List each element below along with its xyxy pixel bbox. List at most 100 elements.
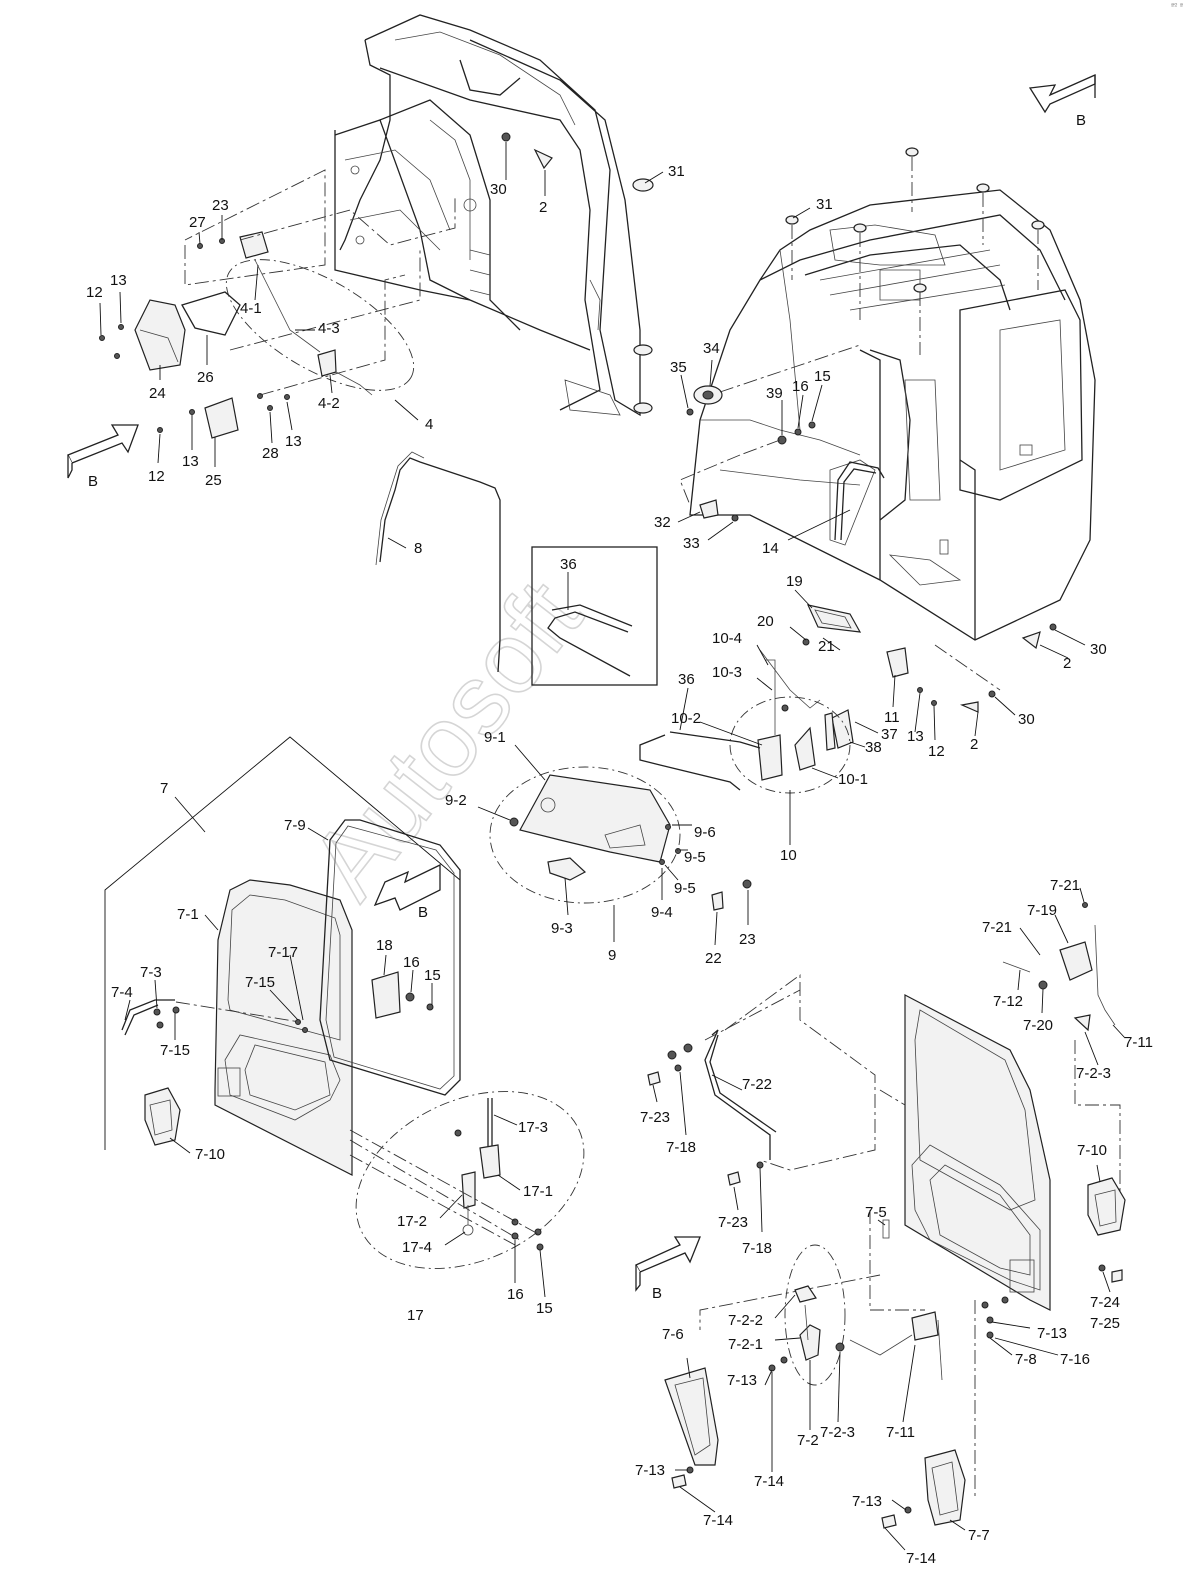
callout: 23 — [739, 931, 756, 948]
callout: 7-15 — [245, 974, 275, 991]
callout: 9-4 — [651, 904, 673, 921]
callout: 7-13 — [635, 1462, 665, 1479]
screws-right — [882, 1219, 1009, 1339]
callout: 8 — [414, 540, 422, 557]
cover-7-6 — [664, 1367, 719, 1489]
group-10 — [729, 649, 851, 794]
latch-32 — [699, 499, 739, 522]
callout: 13 — [907, 728, 924, 745]
callout: 17-1 — [523, 1183, 553, 1200]
callout: 37 — [881, 726, 898, 743]
callout: 19 — [786, 573, 803, 590]
callout: 39 — [766, 385, 783, 402]
main-cab — [689, 189, 1096, 641]
callout: 7-23 — [640, 1109, 670, 1126]
callout: 25 — [205, 472, 222, 489]
lock-7-19 — [1002, 902, 1116, 1032]
callout: 11 — [884, 709, 900, 726]
callout: B — [418, 904, 428, 921]
callout: 7 — [160, 780, 168, 797]
callout: 9-2 — [445, 792, 467, 809]
callout: 7-22 — [742, 1076, 772, 1093]
callout: 28 — [262, 445, 279, 462]
room-light-34 — [679, 344, 861, 506]
callout: 15 — [814, 368, 831, 385]
callout: 15 — [424, 967, 441, 984]
callout: 17-2 — [397, 1213, 427, 1230]
callout: 17-3 — [518, 1119, 548, 1136]
callout: 4-3 — [318, 320, 340, 337]
callout: 7-23 — [718, 1214, 748, 1231]
callout: 35 — [670, 359, 687, 376]
callout: 30 — [490, 181, 507, 198]
left-dash-lines — [184, 169, 456, 396]
arrow-b-bottom — [635, 1236, 701, 1292]
callout: 15 — [536, 1300, 553, 1317]
callout: 4 — [425, 416, 433, 433]
callout: 16 — [403, 954, 420, 971]
brackets-37-38 — [824, 709, 854, 751]
callout: 12 — [148, 468, 165, 485]
roof-dash-lines — [791, 157, 1039, 355]
handle-7-10-left — [144, 1087, 181, 1146]
seal-36-b — [639, 731, 761, 791]
callout: 7-5 — [865, 1204, 887, 1221]
callout: 12 — [86, 284, 103, 301]
box-36 — [531, 546, 658, 686]
callout: 17-4 — [402, 1239, 432, 1256]
bracket-25 — [157, 393, 290, 439]
callout: 13 — [182, 453, 199, 470]
callout: 7-17 — [268, 944, 298, 961]
callout: 7-6 — [662, 1326, 684, 1343]
hinge-18 — [371, 971, 434, 1019]
callout: 38 — [865, 739, 882, 756]
grab-handle-14 — [834, 461, 885, 541]
rod-7-4 — [121, 999, 308, 1036]
callout: 13 — [285, 433, 302, 450]
callout: 2 — [1063, 655, 1071, 672]
group-17 — [349, 1091, 585, 1269]
callout: B — [652, 1285, 662, 1302]
bracket-26 — [181, 238, 241, 336]
callout: 2 — [539, 199, 547, 216]
arrow-b-mid — [373, 863, 441, 911]
corner-mark: ªº ª — [1170, 2, 1183, 10]
seal-8 — [375, 451, 501, 673]
callout: 7-24 — [1090, 1294, 1120, 1311]
callout: 7-25 — [1090, 1315, 1120, 1332]
door-7-1 — [214, 879, 353, 1176]
callout: 7-2 — [797, 1432, 819, 1449]
callout: 10-4 — [712, 630, 742, 647]
callout: 7-13 — [852, 1493, 882, 1510]
rear-cab-frame — [334, 14, 641, 417]
callout: 32 — [654, 514, 671, 531]
callout: 9-5 — [674, 880, 696, 897]
door-right — [904, 994, 1051, 1311]
callout-labels: 31 30 2 23 27 12 13 4-1 4-3 24 26 4-2 28… — [86, 112, 1153, 1567]
callout: 7-2-1 — [728, 1336, 763, 1353]
arrow-b-left — [67, 424, 139, 479]
callout: B — [1076, 112, 1086, 129]
callout: 13 — [110, 272, 127, 289]
callout: 7-21 — [982, 919, 1012, 936]
callout: 7-1 — [177, 906, 199, 923]
glass-7-9 — [319, 819, 461, 1096]
callout: 9-1 — [484, 729, 506, 746]
callout: 9-6 — [694, 824, 716, 841]
leader-lines — [99, 142, 1126, 1551]
callout: 2 — [970, 736, 978, 753]
callout: 7-11 — [886, 1424, 915, 1441]
callout: 7-10 — [1077, 1142, 1107, 1159]
callout: 7-8 — [1015, 1351, 1037, 1368]
bolt-22 — [711, 879, 752, 911]
callout: 26 — [197, 369, 214, 386]
callout: 14 — [762, 540, 779, 557]
callout: 7-19 — [1027, 902, 1057, 919]
group-7-bracket — [104, 736, 461, 1150]
callout: 12 — [928, 743, 945, 760]
callout: 7-15 — [160, 1042, 190, 1059]
callout: 7-13 — [727, 1372, 757, 1389]
callout: 7-18 — [742, 1240, 772, 1257]
callout: 22 — [705, 950, 722, 967]
callout: 36 — [560, 556, 577, 573]
